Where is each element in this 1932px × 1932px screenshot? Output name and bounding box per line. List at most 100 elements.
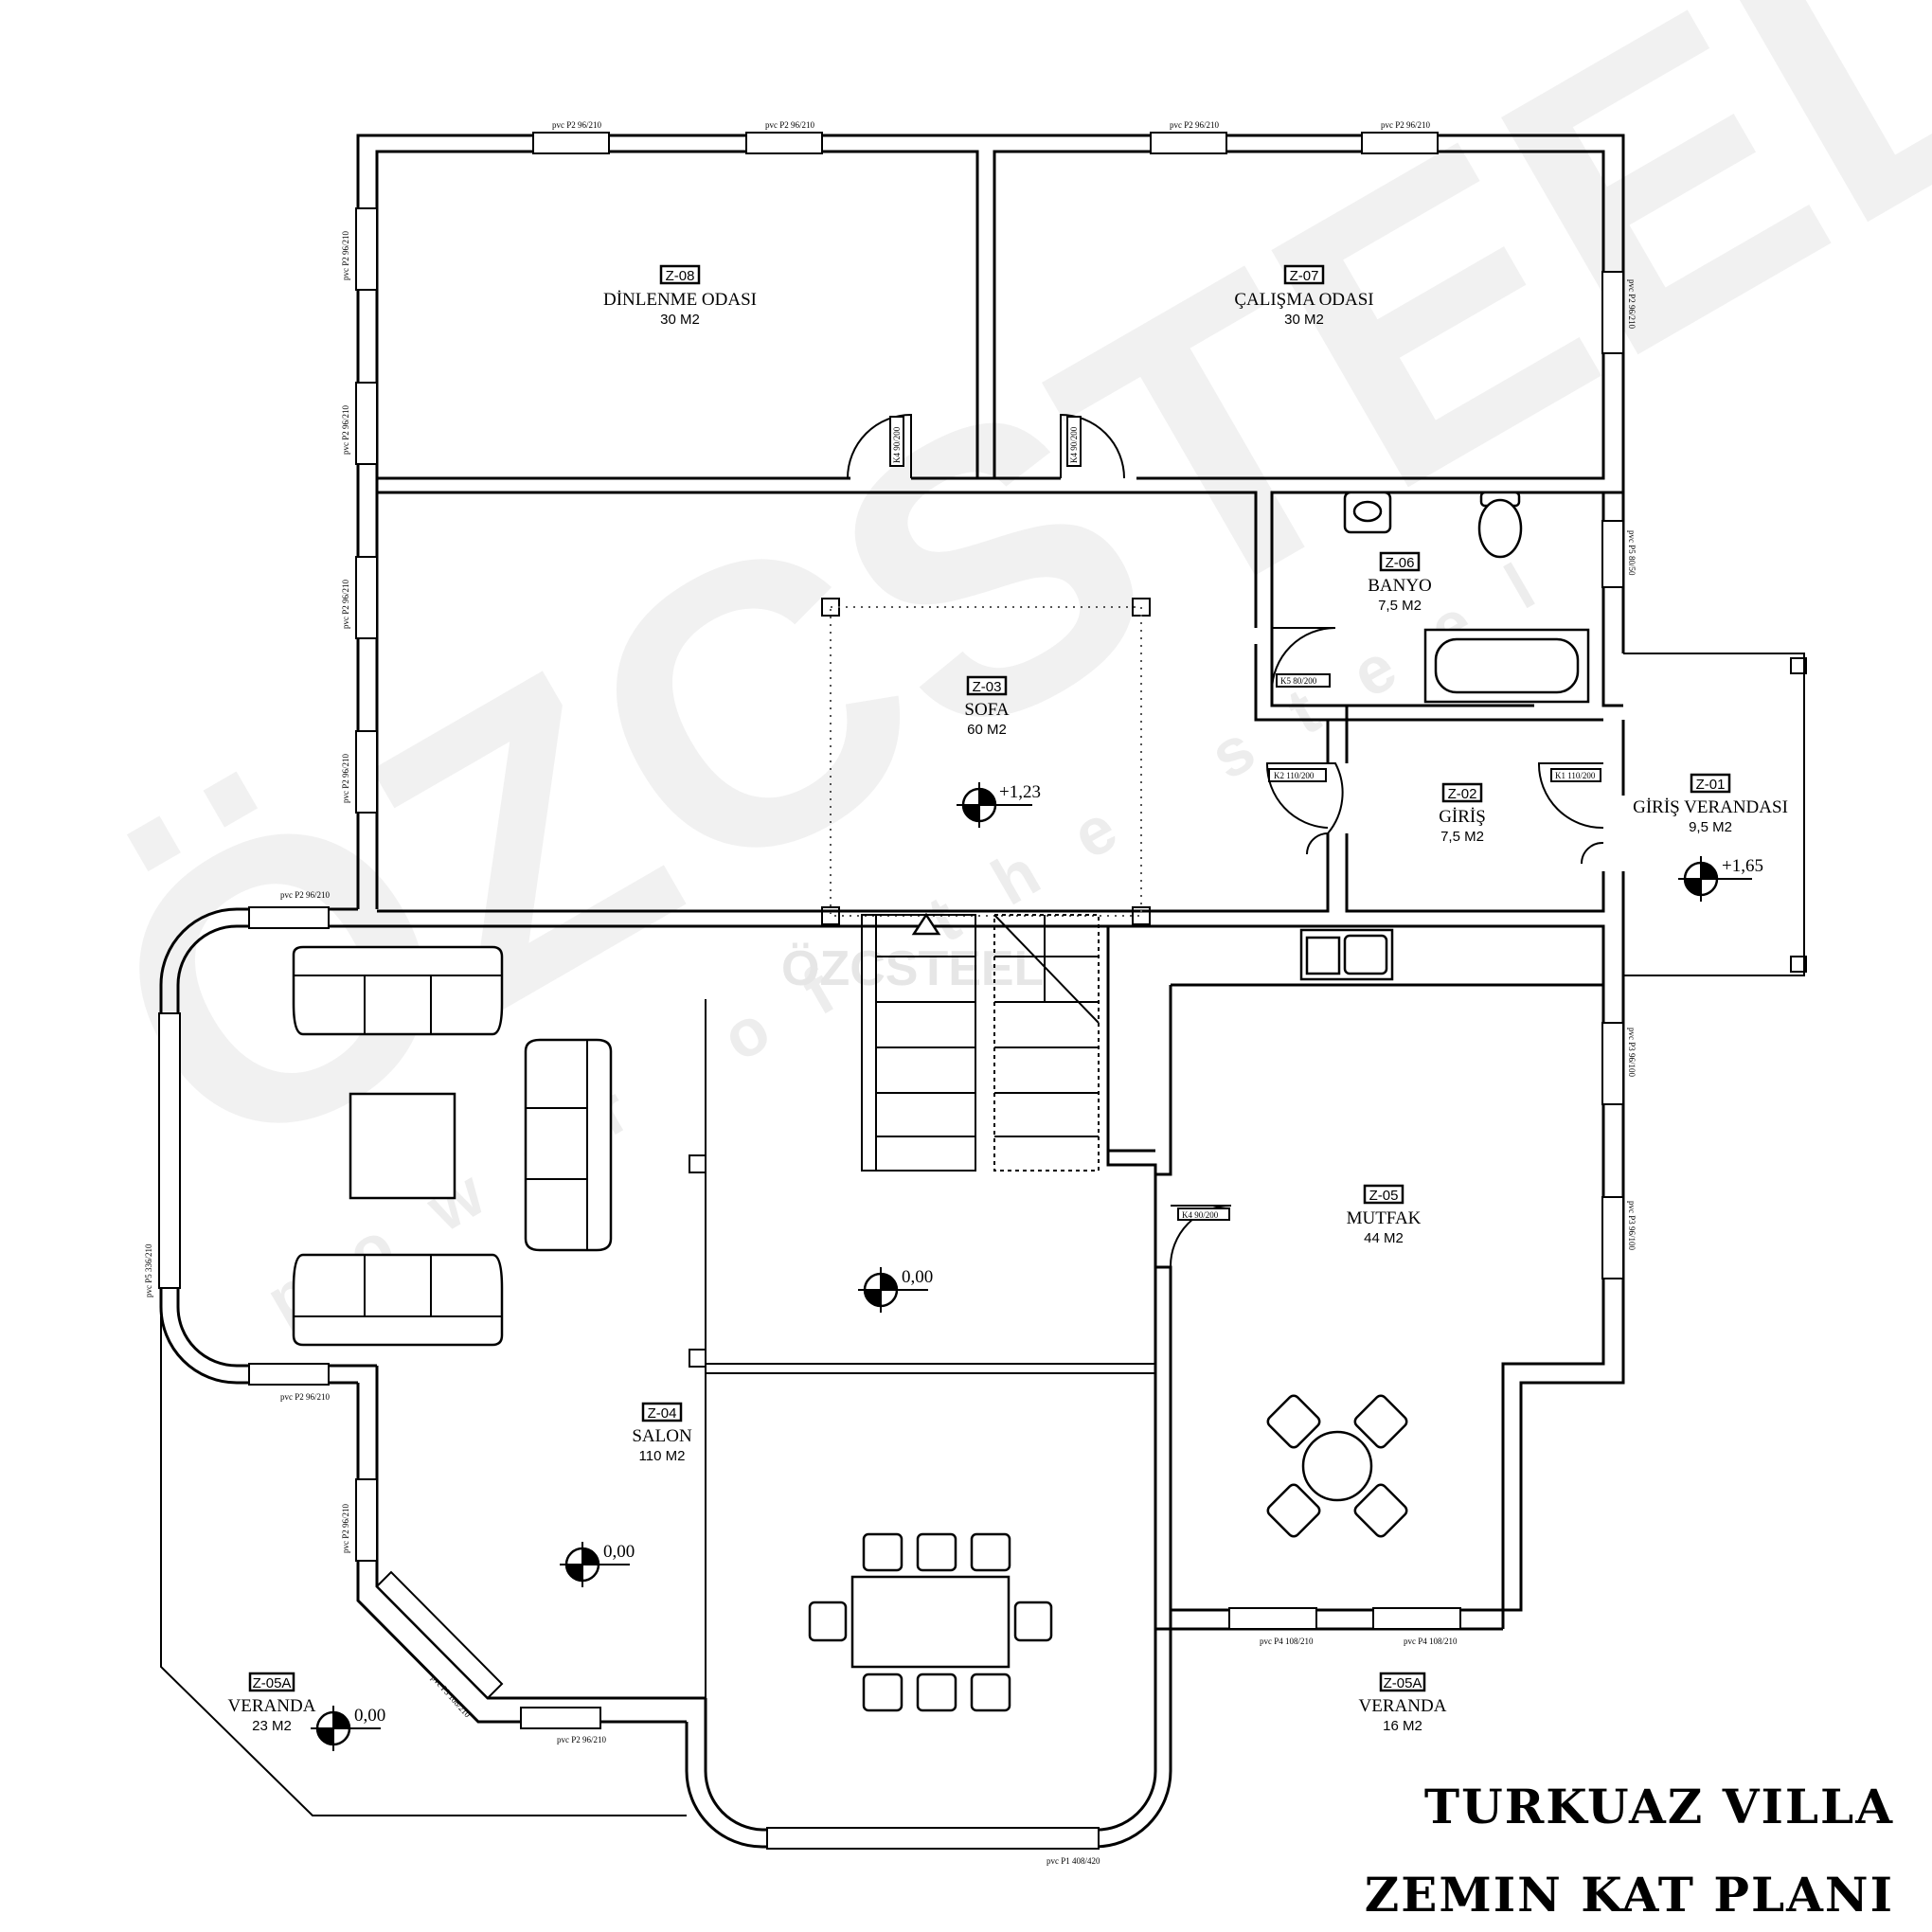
room-code: Z-08	[666, 268, 695, 284]
dining-furniture	[808, 1532, 1053, 1712]
level-marker-icon	[1678, 856, 1752, 902]
toilet-icon	[1477, 498, 1523, 559]
chair-icon	[1353, 1483, 1408, 1538]
window-label: pvc P1 408/420	[1046, 1856, 1100, 1866]
level-salon: 0,00	[603, 1542, 635, 1562]
room-area: 44 M2	[1364, 1230, 1404, 1246]
room-label-z04: Z-04 SALON 110 M2	[632, 1402, 692, 1464]
door-label-k2: K2 110/200	[1274, 771, 1315, 780]
door-label-k5: K5 80/200	[1280, 676, 1317, 686]
room-name: SALON	[632, 1426, 692, 1446]
window-label: pvc P2 96/210	[341, 579, 350, 629]
window-label: pvc P4 108/210	[1404, 1637, 1458, 1646]
room-name: DİNLENME ODASI	[603, 290, 757, 310]
level-sofa: +1,23	[999, 782, 1041, 802]
watermark-small-brand: ÖZCSTEEL	[781, 941, 1044, 996]
door-label-k4-right: K4 90/200	[1069, 426, 1079, 463]
room-label-z02: Z-02 GİRİŞ 7,5 M2	[1439, 782, 1486, 845]
room-code: Z-07	[1290, 268, 1319, 284]
room-name: SOFA	[964, 700, 1009, 720]
sofa-icon	[292, 1253, 504, 1347]
chair-icon	[1266, 1483, 1321, 1538]
doors: K4 90/200 K4 90/200 K5 80/200 K2 110/200…	[847, 413, 1604, 1268]
chair-icon	[970, 1532, 1011, 1572]
coffee-table-icon	[349, 1092, 456, 1200]
window-label: pvc P2 96/210	[280, 890, 331, 900]
room-name: GİRİŞ VERANDASI	[1633, 797, 1788, 817]
chair-icon	[1353, 1394, 1408, 1449]
window-label: pvc P2 96/210	[341, 753, 350, 803]
chair-icon	[862, 1673, 903, 1712]
room-labels: Z-08 DİNLENME ODASI 30 M2 Z-07 ÇALIŞMA O…	[228, 264, 1788, 1734]
level-marker-icon	[957, 782, 1032, 828]
room-label-z05a-right: Z-05A VERANDA 16 M2	[1359, 1672, 1447, 1734]
bathroom-fixtures	[1343, 491, 1590, 704]
level-marker-icon	[311, 1706, 381, 1751]
room-area: 30 M2	[1284, 312, 1324, 328]
watermark: ÖZCSTEEL power of the steel ÖZCSTEEL	[39, 0, 1932, 1338]
room-code: Z-06	[1386, 555, 1415, 571]
room-name: ÇALIŞMA ODASI	[1234, 290, 1373, 310]
window-label: pvc P2 96/210	[341, 1503, 350, 1553]
room-label-z03: Z-03 SOFA 60 M2	[964, 675, 1010, 738]
sink-drainboard	[1305, 936, 1341, 975]
sink-bowl	[1343, 934, 1388, 975]
window-label: pvc P2 96/210	[1170, 120, 1220, 130]
round-table-icon	[1301, 1430, 1373, 1502]
living-furniture	[292, 945, 613, 1347]
room-code: Z-05	[1369, 1188, 1399, 1204]
room-area: 30 M2	[660, 312, 700, 328]
title-line-1: TURKUAZ VILLA	[1424, 1779, 1894, 1834]
room-code: Z-02	[1448, 786, 1477, 802]
chair-icon	[970, 1673, 1011, 1712]
room-area: 7,5 M2	[1440, 829, 1484, 845]
stair-arrow-icon	[911, 912, 941, 936]
door-label-k1: K1 110/200	[1555, 771, 1596, 780]
window-label: pvc P2 96/210	[341, 230, 350, 280]
room-label-z01: Z-01 GİRİŞ VERANDASI 9,5 M2	[1633, 773, 1788, 835]
room-code: Z-05A	[253, 1675, 292, 1691]
windows	[158, 132, 1624, 1850]
kitchen-table	[1266, 1394, 1408, 1538]
window-label: pvc P5 80/50	[1627, 530, 1637, 576]
dining-table-icon	[850, 1575, 1011, 1669]
level-hall: 0,00	[902, 1267, 933, 1287]
room-area: 23 M2	[252, 1718, 292, 1734]
staircase	[861, 912, 1100, 1172]
sink-basin	[1352, 500, 1383, 523]
room-area: 60 M2	[967, 722, 1007, 738]
room-label-z05: Z-05 MUTFAK 44 M2	[1347, 1184, 1422, 1246]
window-label: pvc P3 96/100	[1627, 1028, 1637, 1078]
room-area: 9,5 M2	[1689, 819, 1732, 835]
watermark-brand: ÖZCSTEEL	[39, 0, 1932, 1248]
armchair-icon	[524, 1038, 613, 1252]
room-label-z05a-left: Z-05A VERANDA 23 M2	[228, 1672, 316, 1734]
title-line-2: ZEMIN KAT PLANI	[1365, 1867, 1894, 1923]
room-code: Z-04	[648, 1405, 677, 1422]
room-area: 16 M2	[1383, 1718, 1422, 1734]
chair-icon	[916, 1673, 957, 1712]
room-name: VERANDA	[228, 1696, 316, 1716]
window-label: pvc P2 96/210	[1627, 279, 1637, 330]
room-label-z07: Z-07 ÇALIŞMA ODASI 30 M2	[1234, 264, 1374, 328]
window-label: pvc P2 96/210	[552, 120, 602, 130]
window-label: pvc P3 96/100	[1627, 1201, 1637, 1251]
door-label-k4-kitchen: K4 90/200	[1182, 1210, 1219, 1220]
level-veranda: 0,00	[354, 1706, 385, 1726]
room-area: 110 M2	[639, 1448, 686, 1464]
room-name: BANYO	[1368, 576, 1432, 596]
chair-icon	[1013, 1601, 1053, 1642]
room-name: MUTFAK	[1347, 1208, 1422, 1228]
room-name: GİRİŞ	[1439, 807, 1486, 827]
room-label-z06: Z-06 BANYO 7,5 M2	[1368, 551, 1432, 614]
window-label: pvc P2 96/210	[765, 120, 815, 130]
window-label: pvc P2 96/210	[341, 404, 350, 455]
room-code: Z-05A	[1384, 1675, 1422, 1691]
door-label-k4-left: K4 90/200	[892, 426, 902, 463]
window-label: pvc P4 108/210	[1260, 1637, 1314, 1646]
chair-icon	[916, 1532, 957, 1572]
window-label: pvc P2 96/210	[557, 1735, 607, 1744]
kitchen-sink	[1299, 928, 1394, 981]
room-code: Z-03	[973, 679, 1002, 695]
